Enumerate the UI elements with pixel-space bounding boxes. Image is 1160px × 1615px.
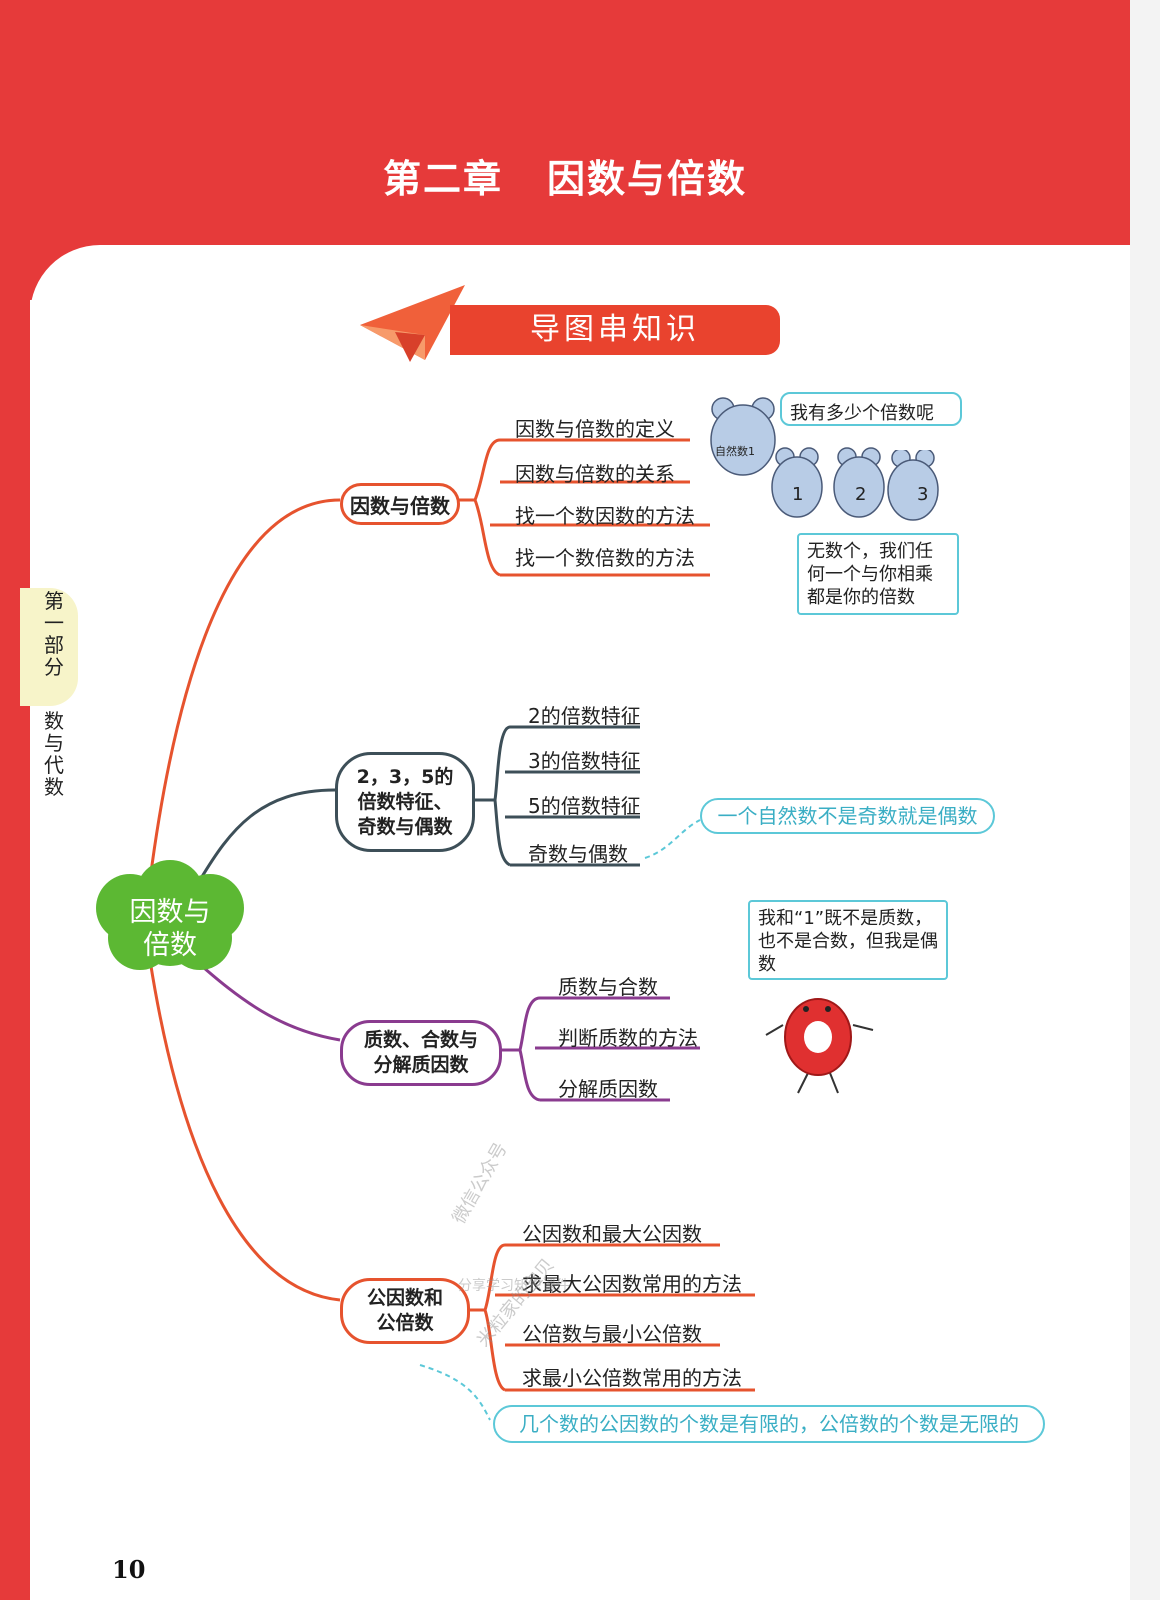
leaf-item: 公因数和最大公因数: [522, 1222, 702, 1246]
watermark: 分享学习知识课件: [458, 1278, 570, 1294]
side-tab-part: 第一部分: [44, 589, 64, 679]
branch-line: 2，3，5的: [356, 765, 454, 788]
note-finite-infinite: 几个数的公因数的个数是有限的，公倍数的个数是无限的: [493, 1405, 1045, 1443]
chapter-title: 第二章因数与倍数: [0, 148, 1130, 203]
branch-node-common: 公因数和 公倍数: [340, 1278, 470, 1344]
leaf-item: 判断质数的方法: [558, 1026, 698, 1050]
leaf-item: 找一个数因数的方法: [515, 504, 695, 528]
page-edge: [1130, 0, 1160, 1600]
speech-bubble-zero: 我和“1”既不是质数，也不是合数，但我是偶数: [748, 900, 948, 980]
branch-node-235: 2，3，5的 倍数特征、 奇数与偶数: [335, 752, 475, 852]
leaf-item: 质数与合数: [558, 975, 658, 999]
leaf-item: 奇数与偶数: [528, 842, 628, 866]
speech-bubble-answer: 无数个，我们任何一个与你相乘都是你的倍数: [797, 533, 959, 615]
branch-node-primes: 质数、合数与 分解质因数: [340, 1020, 502, 1086]
leaf-item: 公倍数与最小公倍数: [522, 1322, 702, 1346]
branch-line: 奇数与偶数: [357, 815, 453, 838]
zero-character-icon: [765, 998, 874, 1094]
leaf-item: 3的倍数特征: [528, 749, 641, 773]
mouse-label: 自然数1: [715, 445, 755, 458]
page-number: 10: [112, 1555, 146, 1584]
branch-line: 公倍数: [376, 1312, 434, 1334]
mice-illustration: [710, 397, 885, 518]
mouse-number: 3: [917, 484, 929, 505]
leaf-item: 5的倍数特征: [528, 794, 641, 818]
root-cloud: [96, 860, 244, 970]
note-odd-even: 一个自然数不是奇数就是偶数: [700, 798, 995, 834]
leaf-item: 分解质因数: [558, 1077, 658, 1101]
mouse-icon: [887, 450, 939, 521]
leaf-item: 因数与倍数的定义: [515, 417, 675, 441]
branch-node-factors: 因数与倍数: [340, 483, 460, 525]
side-tab: [20, 588, 78, 706]
chapter-name: 因数与倍数: [547, 157, 748, 201]
root-node: 因数与倍数: [129, 897, 211, 961]
section-banner: 导图串知识: [450, 305, 780, 355]
paper-plane-icon: [360, 285, 465, 362]
leaf-item: 求最大公因数常用的方法: [522, 1272, 742, 1296]
leaf-item: 求最小公倍数常用的方法: [522, 1366, 742, 1390]
side-tab-section: 数与代数: [44, 709, 64, 799]
left-strip: [0, 245, 30, 1600]
branch-line: 分解质因数: [373, 1054, 469, 1076]
leaf-item: 2的倍数特征: [528, 704, 641, 728]
mouse-number: 2: [855, 484, 867, 505]
branch-line: 质数、合数与: [363, 1029, 478, 1051]
branch-line: 倍数特征、: [357, 790, 453, 813]
speech-bubble-question: 我有多少个倍数呢: [780, 392, 962, 426]
branch-line: 公因数和: [366, 1287, 443, 1309]
chapter-number: 第二章: [382, 157, 503, 201]
mouse-number: 1: [792, 484, 804, 505]
leaf-item: 找一个数倍数的方法: [515, 546, 695, 570]
leaf-item: 因数与倍数的关系: [515, 462, 675, 486]
